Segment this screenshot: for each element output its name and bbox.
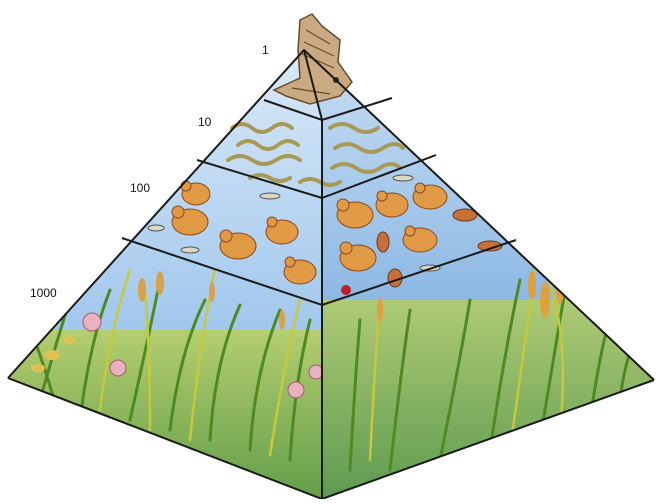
level-label-1000: 1000	[30, 286, 57, 300]
level-label-1: 1	[262, 43, 269, 57]
ladybug-icon	[341, 285, 351, 295]
level-label-10: 10	[198, 115, 211, 129]
level-label-100: 100	[130, 181, 150, 195]
